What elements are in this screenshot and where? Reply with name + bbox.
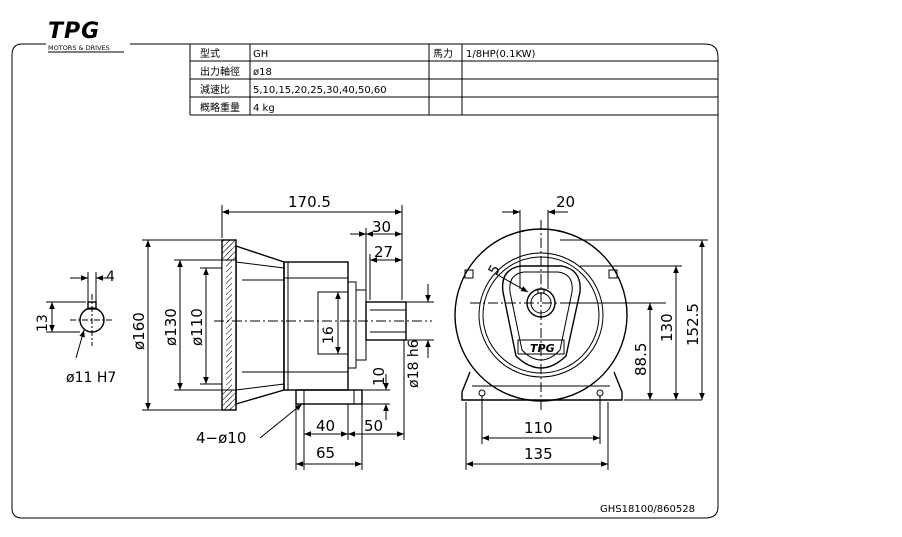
dim-pilot-130: ø130 [162,308,180,346]
side-view: 170.5 30 27 16 ø18 h6 ø160 ø130 ø110 [130,193,434,470]
drawing-number: GHS18100/860528 [600,504,695,515]
dim-base-65: 65 [316,444,335,462]
dim-front-135: 135 [524,445,553,463]
dim-front-5: 5 [486,262,504,278]
dim-pilot-110: ø110 [188,308,206,346]
dim-front-20: 20 [556,193,575,211]
spec-label-weight: 概略重量 [200,101,240,114]
dim-front-152-5: 152.5 [684,303,702,346]
spec-label-ratio: 減速比 [200,83,230,96]
dim-base-40: 40 [316,417,335,435]
spec-value-weight: 4 kg [253,103,275,114]
dim-shaft-27: 27 [374,243,393,261]
spec-label-type: 型式 [200,47,220,60]
dim-shaft-30: 30 [372,218,391,236]
tpg-logo: TPG MOTORS & DRIVES [48,19,124,53]
spec-table: 型式 GH 出力軸徑 ø18 減速比 5,10,15,20,25,30,40,5… [189,44,718,116]
dim-base-50: 50 [364,417,383,435]
drawing-border [11,43,719,519]
dim-bore-4: 4 [106,269,115,285]
dim-front-88-5: 88.5 [632,343,650,376]
spec-value-ratio: 5,10,15,20,25,30,40,50,60 [253,85,387,96]
dim-holes: 4−ø10 [196,429,246,447]
dim-flange-160: ø160 [130,312,148,350]
spec-value-power: 1/8HP(0.1KW) [466,49,536,60]
logo-text: TPG [48,19,100,44]
spec-label-shaft: 出力軸徑 [200,65,240,78]
logo-tagline: MOTORS & DRIVES [48,44,110,52]
dim-key-16: 16 [321,326,337,344]
dim-front-110: 110 [524,419,553,437]
spec-value-type: GH [253,49,268,60]
dim-bore-13: 13 [35,314,51,332]
dim-overall-length: 170.5 [288,193,331,211]
front-view: TPG 20 5 88.5 130 152.5 110 135 [454,193,708,470]
dim-bore-dia: ø11 H7 [66,370,116,386]
nameplate-text: TPG [530,342,555,355]
dim-base-10: 10 [370,367,388,386]
spec-value-shaft: ø18 [253,67,272,78]
spec-label-power: 馬力 [433,47,453,60]
bore-detail-view: 4 13 ø11 H7 [35,269,116,386]
dim-shaft-dia: ø18 h6 [406,339,422,388]
dim-front-130: 130 [658,313,676,342]
